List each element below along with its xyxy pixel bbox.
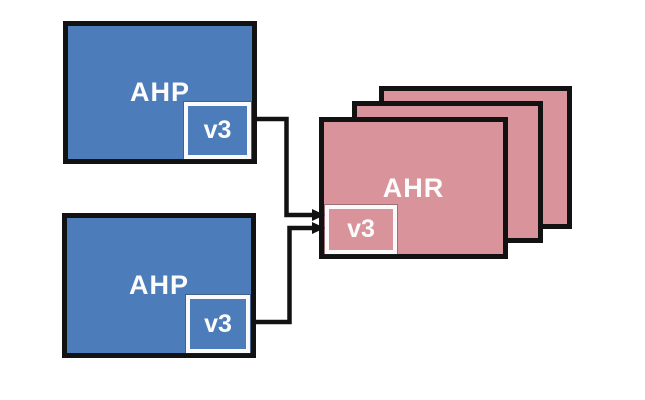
connector-ahp-bottom-to-ahr bbox=[254, 225, 313, 325]
ahr-front-box: AHR v3 bbox=[319, 117, 508, 259]
ahp-bottom-version-tag: v3 bbox=[186, 295, 250, 353]
ahp-top-version-tag: v3 bbox=[184, 102, 251, 159]
ahp-top-box: AHP v3 bbox=[63, 21, 257, 164]
ahp-bottom-box: AHP v3 bbox=[62, 213, 256, 358]
ahp-bottom-label: AHP bbox=[128, 270, 189, 300]
connector-ahp-top-to-ahr bbox=[255, 116, 313, 218]
ahp-bottom-version-label: v3 bbox=[204, 309, 232, 338]
ahr-version-tag: v3 bbox=[325, 205, 397, 254]
ahp-top-version-label: v3 bbox=[203, 116, 232, 144]
ahr-label: AHR bbox=[382, 172, 445, 203]
ahr-version-label: v3 bbox=[347, 215, 375, 243]
ahp-top-label: AHP bbox=[129, 77, 190, 107]
